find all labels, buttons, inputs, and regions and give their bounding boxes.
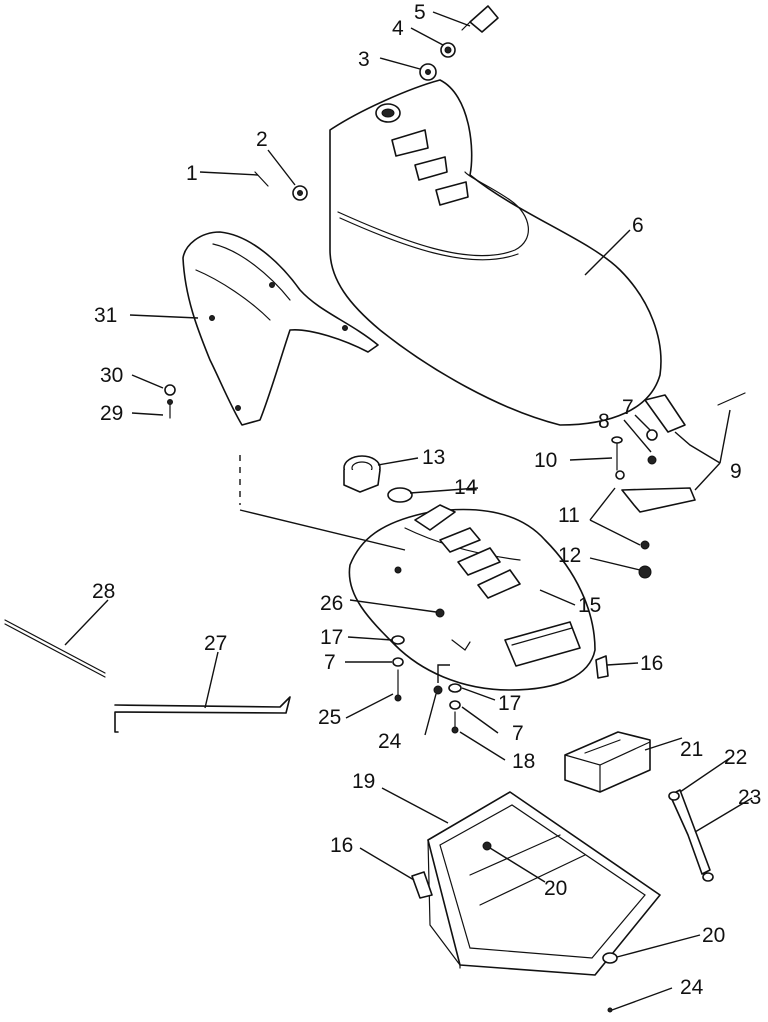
part-21-lid bbox=[564, 731, 651, 793]
callout-16-left: 16 bbox=[330, 834, 353, 857]
callout-28: 28 bbox=[92, 580, 115, 603]
callout-3: 3 bbox=[358, 48, 370, 71]
callout-23: 23 bbox=[738, 786, 761, 809]
part-17-washer bbox=[391, 635, 405, 645]
part-8-nut bbox=[647, 455, 657, 465]
callout-5: 5 bbox=[414, 1, 426, 24]
callout-20-upper: 20 bbox=[544, 877, 567, 900]
right-bracket-hardware bbox=[611, 392, 746, 579]
part-27-rod bbox=[114, 696, 291, 733]
part-7-washer-b bbox=[449, 700, 461, 710]
part-22-clip bbox=[668, 791, 680, 801]
callout-6: 6 bbox=[632, 214, 644, 237]
callout-19: 19 bbox=[352, 770, 375, 793]
callout-7-right: 7 bbox=[622, 396, 634, 419]
callout-13: 13 bbox=[422, 446, 445, 469]
part-6-seat-cover bbox=[329, 79, 662, 426]
callout-17-right: 17 bbox=[498, 692, 521, 715]
callout-22: 22 bbox=[724, 746, 747, 769]
part-14-grommet bbox=[387, 487, 413, 503]
left-hardware bbox=[164, 384, 176, 419]
part-5-cap-screw bbox=[469, 5, 499, 33]
callout-16-right: 16 bbox=[640, 652, 663, 675]
top-hardware bbox=[254, 5, 499, 201]
part-23-strap bbox=[668, 789, 714, 882]
callout-24-upper: 24 bbox=[378, 730, 402, 753]
part-19-battery-tray bbox=[411, 791, 661, 1013]
part-30-nut bbox=[164, 384, 176, 396]
part-7-washer bbox=[646, 429, 658, 441]
callout-8: 8 bbox=[598, 410, 610, 433]
part-7-washer bbox=[392, 657, 404, 667]
part-31-rear-fender bbox=[182, 231, 379, 426]
callout-26: 26 bbox=[320, 592, 343, 615]
callout-24-lower: 24 bbox=[680, 976, 704, 999]
callout-10: 10 bbox=[534, 449, 557, 472]
callout-15: 15 bbox=[578, 594, 601, 617]
callout-21: 21 bbox=[680, 738, 703, 761]
callout-4: 4 bbox=[392, 17, 404, 40]
part-20-grommet-b bbox=[602, 952, 618, 964]
filler-parts bbox=[343, 455, 413, 503]
part-28-cable bbox=[4, 619, 106, 674]
callout-labels: 5 4 3 2 1 6 31 30 29 7 8 9 10 11 12 13 1… bbox=[92, 1, 761, 999]
part-11-strap bbox=[621, 487, 696, 513]
part-15-fuel-tank bbox=[348, 504, 596, 691]
part-16-bumper bbox=[595, 655, 609, 679]
callout-18: 18 bbox=[512, 750, 535, 773]
part-12-nut bbox=[638, 565, 652, 579]
callout-1: 1 bbox=[186, 162, 198, 185]
tank-hardware bbox=[391, 608, 609, 734]
leader-lines bbox=[64, 11, 753, 1011]
callout-27: 27 bbox=[204, 632, 227, 655]
rods bbox=[4, 619, 291, 733]
callout-12: 12 bbox=[558, 544, 581, 567]
callout-11: 11 bbox=[558, 504, 580, 527]
callout-2: 2 bbox=[256, 128, 268, 151]
callout-7-left: 7 bbox=[324, 651, 336, 674]
callout-14: 14 bbox=[454, 476, 478, 499]
callout-17-left: 17 bbox=[320, 626, 343, 649]
callout-31: 31 bbox=[94, 304, 117, 327]
callout-9: 9 bbox=[730, 460, 742, 483]
part-20-grommet bbox=[482, 841, 492, 851]
callout-25: 25 bbox=[318, 706, 341, 729]
callout-20-lower: 20 bbox=[702, 924, 725, 947]
callout-7-lower: 7 bbox=[512, 722, 524, 745]
part-24-rivet bbox=[433, 685, 443, 695]
part-26-clip bbox=[435, 608, 445, 618]
callout-30: 30 bbox=[100, 364, 123, 387]
part-17-washer-b bbox=[448, 683, 462, 693]
part-16-bumper-b bbox=[411, 871, 433, 899]
callout-29: 29 bbox=[100, 402, 123, 425]
part-1-pin bbox=[254, 171, 269, 187]
part-9-bracket bbox=[644, 394, 686, 433]
